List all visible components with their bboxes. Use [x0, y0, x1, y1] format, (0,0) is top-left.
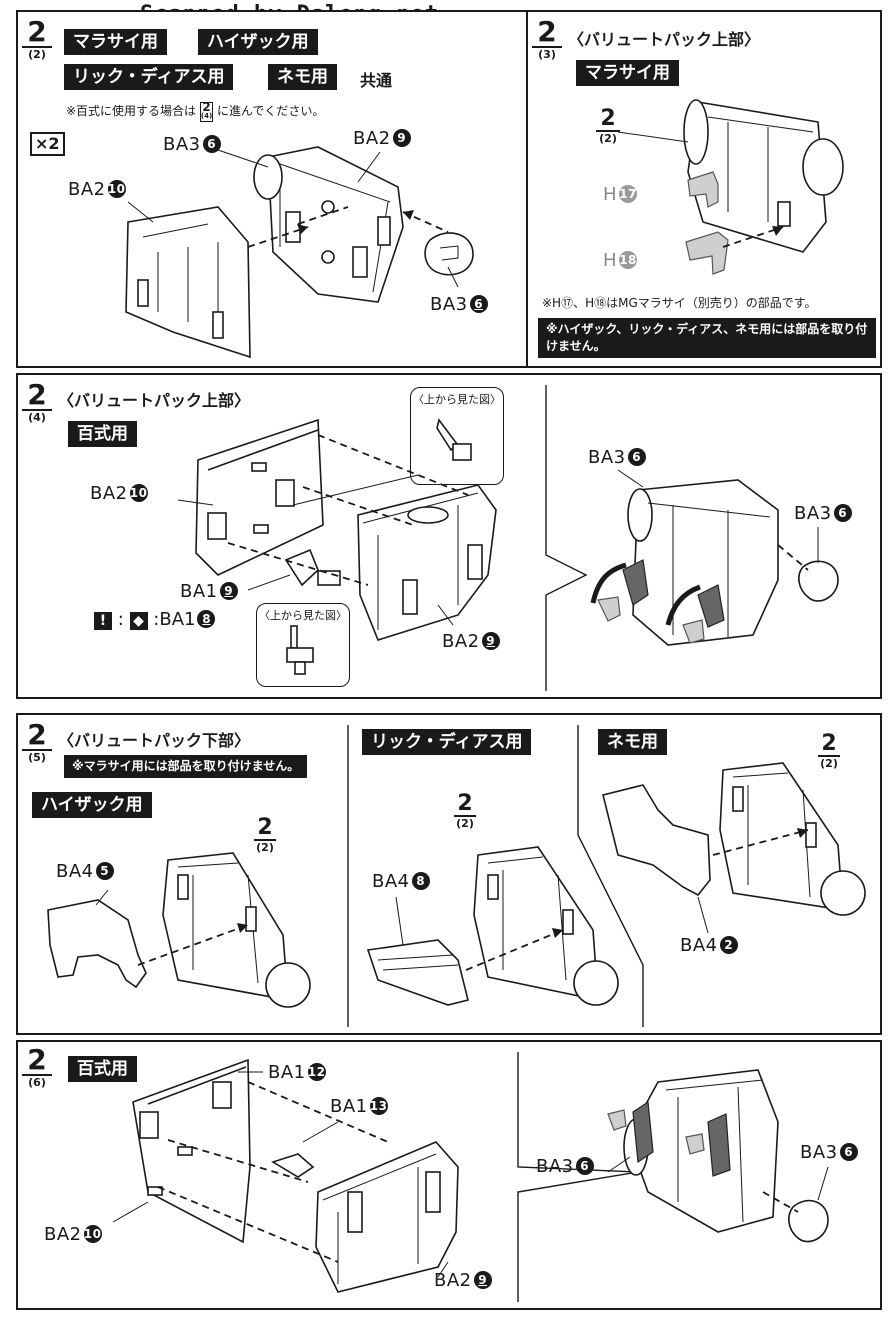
- tag-nemo: ネモ用: [268, 64, 337, 90]
- reference-step: 2(2): [596, 108, 620, 144]
- reference-step: 2(2): [254, 817, 276, 853]
- swap-icon: ◆: [129, 612, 148, 630]
- tag-rick-dias: リック・ディアス用: [64, 64, 234, 90]
- optional-parts-note: ※H⑰、H⑱はMGマラサイ（別売り）の部品です。: [542, 296, 817, 310]
- panel-lower-backpack: 2(5) 〈バリュートパック下部〉 ※マラサイ用には部品を取り付けません。 ハイ…: [16, 713, 882, 1035]
- tag-hyakushiki: 百式用: [68, 1056, 137, 1082]
- backpack-assembly-diagram: [125, 146, 474, 359]
- section-title: 〈バリュートパック上部〉: [58, 391, 251, 410]
- common-label: 共通: [360, 71, 393, 90]
- step-number: 2(3): [532, 18, 562, 60]
- marasai-upper-diagram: [617, 99, 844, 275]
- tag-hizack: ハイザック用: [32, 792, 152, 818]
- tag-marasai: マラサイ用: [64, 29, 167, 55]
- tag-hizack: ハイザック用: [198, 29, 318, 55]
- top-view-inset: 〈上から見た図〉: [410, 387, 504, 485]
- lower-backpack-diagram: [47, 725, 866, 1027]
- caution-icon: !: [94, 612, 112, 630]
- tag-nemo: ネモ用: [598, 729, 667, 755]
- hyaku-shiki-note: ※百式に使用する場合は 2 (4) に進んでください。: [66, 100, 325, 122]
- marasai-no-install-note: ※マラサイ用には部品を取り付けません。: [64, 755, 308, 778]
- step-number: 2(2): [22, 18, 52, 60]
- step-number: 2(5): [22, 721, 52, 763]
- hyakushiki-lower-diagram: [112, 1052, 829, 1302]
- reference-step: 2(2): [818, 733, 840, 769]
- quantity-badge: ×2: [30, 132, 65, 156]
- panel-upper-hyakushiki: 2(4) 〈バリュートパック上部〉 百式用 〈上から見た図〉 〈上から見た図〉: [16, 373, 882, 699]
- tag-hyakushiki: 百式用: [68, 421, 137, 447]
- panel-lower-hyakushiki: 2(6) 百式用 B: [16, 1040, 882, 1310]
- tag-rick-dias: リック・ディアス用: [362, 729, 532, 755]
- step-number: 2(4): [22, 381, 52, 423]
- panel-common-backpack: 2(2) マラサイ用 ハイザック用 リック・ディアス用 ネモ用 共通 ※百式に使…: [16, 10, 528, 368]
- step-number: 2(6): [22, 1046, 52, 1088]
- section-title: 〈バリュートパック下部〉: [58, 731, 251, 750]
- reference-step: 2(2): [454, 793, 476, 829]
- hyakushiki-upper-diagram: [177, 385, 839, 691]
- top-view-inset: 〈上から見た図〉: [256, 603, 350, 687]
- section-title: 〈バリュートパック上部〉: [568, 30, 761, 49]
- tag-marasai: マラサイ用: [576, 60, 679, 86]
- no-install-note: ※ハイザック、リック・ディアス、ネモ用には部品を取り付けません。: [538, 318, 876, 358]
